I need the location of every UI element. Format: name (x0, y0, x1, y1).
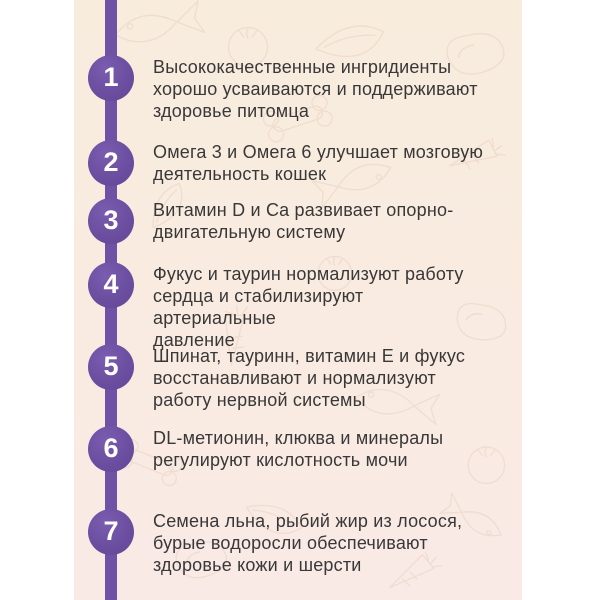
step-number-badge: 4 (88, 262, 134, 308)
step-number: 7 (103, 515, 119, 546)
step-description: Высококачественные ингридиенты хорошо ус… (153, 57, 478, 121)
timeline-item: 1 Высококачественные ингридиенты хорошо … (88, 55, 528, 122)
step-number-badge: 3 (88, 198, 134, 244)
step-number: 5 (103, 350, 119, 381)
step-number-badge: 6 (88, 426, 134, 472)
content-panel (74, 0, 522, 600)
step-number: 1 (103, 61, 119, 92)
step-number: 4 (103, 268, 119, 299)
timeline-item: 4 Фукус и таурин нормализуют работу серд… (88, 262, 528, 351)
step-description: Фукус и таурин нормализуют работу сердца… (153, 264, 464, 350)
step-description: Витамин D и Ca развивает опорно- двигате… (153, 200, 454, 242)
timeline-item: 6 DL-метионин, клюква и минералы регулир… (88, 426, 528, 472)
step-description: Шпинат, тауринн, витамин Е и фукус восст… (153, 346, 466, 410)
step-number: 6 (103, 432, 119, 463)
timeline-item: 7 Семена льна, рыбий жир из лосося, буры… (88, 509, 528, 576)
step-number-badge: 2 (88, 140, 134, 186)
step-number-badge: 1 (88, 55, 134, 101)
step-number-badge: 5 (88, 344, 134, 390)
timeline-item: 5 Шпинат, тауринн, витамин Е и фукус вос… (88, 344, 528, 411)
step-description: Омега 3 и Омега 6 улучшает мозговую деят… (153, 142, 484, 184)
step-number: 2 (103, 146, 119, 177)
step-number-badge: 7 (88, 509, 134, 555)
step-description: Семена льна, рыбий жир из лосося, бурые … (153, 511, 463, 575)
timeline-item: 2 Омега 3 и Омега 6 улучшает мозговую де… (88, 140, 528, 186)
timeline-item: 3 Витамин D и Ca развивает опорно- двига… (88, 198, 528, 244)
step-number: 3 (103, 204, 119, 235)
step-description: DL-метионин, клюква и минералы регулирую… (153, 428, 444, 470)
